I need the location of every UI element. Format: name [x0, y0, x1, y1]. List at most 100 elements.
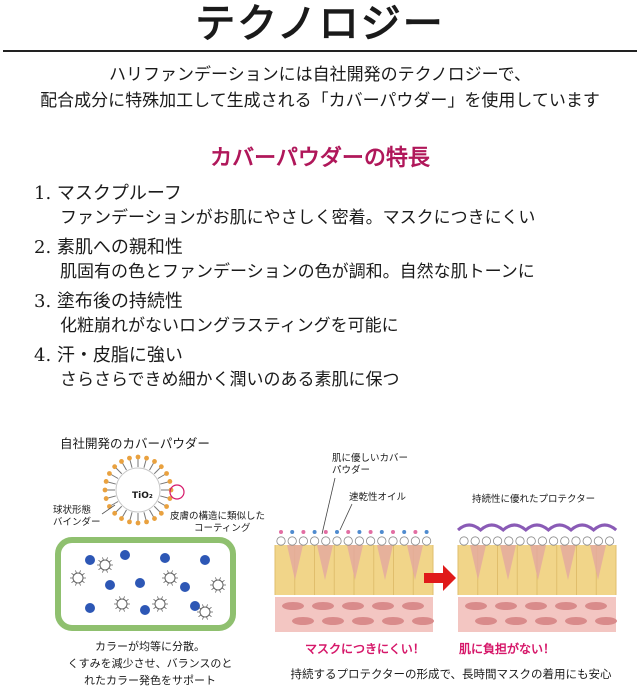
highlight-circle — [169, 484, 185, 500]
coated-particle-spike — [206, 604, 208, 608]
dermis-cell — [282, 602, 304, 610]
coating-bead — [103, 479, 109, 484]
coating-label: 皮膚の構造に類似した コーティング — [170, 511, 265, 535]
gentle-on-skin-callout: 肌に負担がない！ — [459, 642, 556, 656]
powder-bead — [421, 536, 432, 546]
oil-droplet — [290, 530, 295, 534]
coated-particle-spike — [119, 608, 121, 612]
powder-bead — [410, 536, 420, 546]
powder-bead — [504, 536, 514, 546]
coated-particle-spike — [79, 582, 81, 586]
coating-bead — [135, 454, 141, 460]
dermis-cell — [535, 617, 557, 625]
feature-list: 1. マスクプルーフ ファンデーションがお肌にやさしく密着。マスクにつきにくい … — [34, 182, 634, 398]
binder-label: 球状形態 バインダー — [53, 505, 101, 529]
protector-label: 持続性に優れたプロテクター — [472, 494, 596, 505]
dermis-cell — [292, 617, 314, 625]
coating-bead — [164, 504, 169, 509]
powder-bead — [604, 536, 615, 546]
mask-proof-callout: マスクにつきにくい！ — [305, 642, 425, 656]
coating-label-line-2: コーティング — [194, 523, 251, 534]
dermis-cell — [555, 602, 577, 610]
coated-particle-spike — [81, 573, 85, 576]
intro-line-2: 配合成分に特殊加工して生成される「カバーパウダー」を使用しています — [40, 91, 600, 111]
powder-bead — [365, 536, 376, 546]
coated-particle-spike — [71, 580, 75, 583]
coating-bead — [152, 516, 157, 521]
coated-particle-spike — [123, 596, 125, 600]
pore-wedge — [590, 545, 606, 580]
color-pigment-dot — [85, 555, 95, 565]
oil-droplet — [323, 530, 328, 534]
powder-bead — [388, 536, 398, 546]
dermis-cell — [342, 602, 364, 610]
coated-particle-spike — [208, 607, 212, 610]
coated-particle-spike — [221, 580, 225, 583]
title-divider — [3, 50, 637, 52]
feature-item: 4. 汗・皮脂に強い さらさらできめ細かく潤いのある素肌に保つ — [34, 344, 634, 392]
pore-wedge — [500, 545, 516, 580]
dispersion-caption-line-3: れたカラー発色をサポート — [84, 674, 216, 687]
pore-wedge — [470, 545, 486, 580]
coating-bead — [107, 471, 112, 476]
pore-wedge — [377, 545, 393, 580]
dermis-cell — [352, 617, 374, 625]
coated-particle-spike — [81, 580, 85, 583]
powder-bead — [481, 536, 491, 546]
coating-bead — [103, 496, 109, 501]
powder-bead — [276, 536, 286, 546]
powder-bead — [287, 536, 297, 546]
coated-particle-spike — [123, 608, 125, 612]
feature-description: ファンデーションがお肌にやさしく密着。マスクにつきにくい — [60, 208, 536, 228]
dispersion-caption: カラーが均等に分散。 くすみを減少させ、バランスのと れたカラー発色をサポート — [50, 638, 250, 689]
protector-caption: 持続するプロテクターの形成で、長時間マスクの着用にも安心 — [290, 667, 612, 681]
color-pigment-dot — [105, 580, 115, 590]
feature-title: 4. 汗・皮脂に強い — [34, 345, 183, 366]
powder-bead — [399, 536, 409, 546]
coated-particle-spike — [75, 582, 77, 586]
coated-particle-spike — [71, 573, 75, 576]
powder-bead — [560, 536, 570, 546]
tio2-label: TiO₂ — [132, 491, 153, 501]
features-heading: カバーパウダーの特長 — [210, 145, 430, 171]
coated-particle-spike — [219, 589, 221, 593]
coating-bead — [158, 464, 164, 470]
coating-bead — [144, 455, 149, 461]
powder-bead — [515, 536, 525, 546]
powder-bead — [321, 536, 331, 546]
oil-droplet — [357, 530, 362, 534]
oil-droplet — [413, 530, 418, 534]
pore-wedge — [347, 545, 363, 580]
coated-particle-spike — [215, 589, 217, 593]
coated-particle-spike — [208, 614, 212, 617]
coated-particle-spike — [173, 573, 177, 576]
coated-particle-spike — [198, 607, 202, 610]
coated-particle-spike — [202, 604, 204, 608]
feature-item: 2. 素肌への親和性 肌固有の色とファンデーションの色が調和。自然な肌トーンに — [34, 236, 634, 284]
powder-bead — [298, 536, 308, 546]
oil-pointer-line — [339, 503, 353, 531]
feature-title: 3. 塗布後の持続性 — [34, 291, 183, 312]
coated-particle-spike — [171, 582, 173, 586]
color-pigment-dot — [120, 550, 130, 560]
pore-wedge — [530, 545, 546, 580]
coated-particle-spike — [161, 596, 163, 600]
coated-particle-spike — [98, 567, 102, 570]
coated-particle-spike — [108, 560, 112, 563]
coated-particle-spike — [202, 616, 204, 620]
cover-powder-label-line-1: 肌に優しいカバー — [332, 453, 409, 464]
coated-particle-spike — [115, 599, 119, 602]
pore-wedge — [317, 545, 333, 580]
coating-bead — [112, 510, 118, 516]
page-title: テクノロジー — [195, 0, 445, 47]
oil-droplet — [279, 530, 283, 534]
dermis-cell — [382, 617, 404, 625]
pore-wedge — [407, 545, 423, 580]
intro-line-1: ハリファンデーションには自社開発のテクノロジーで、 — [109, 65, 531, 85]
powder-bead — [582, 536, 592, 546]
powder-bead — [377, 536, 387, 546]
dermis-cell — [312, 602, 334, 610]
coating-bead — [167, 479, 173, 484]
